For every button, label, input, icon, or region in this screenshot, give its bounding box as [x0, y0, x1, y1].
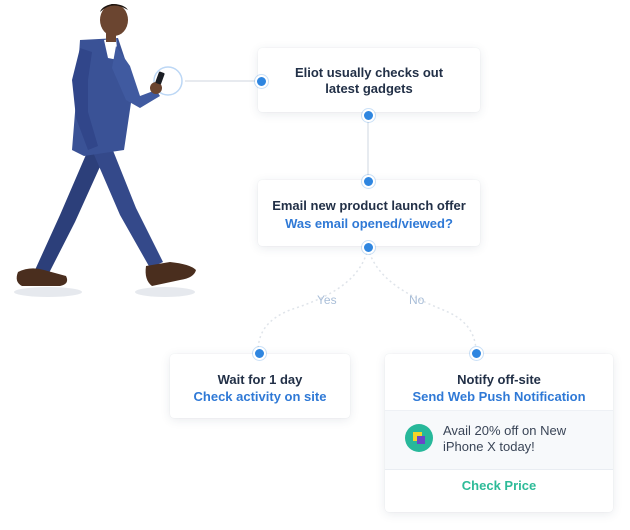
wait-input-dot: [253, 347, 266, 360]
trigger-input-dot: [255, 75, 268, 88]
wait-subtitle: Check activity on site: [193, 389, 327, 404]
email-card[interactable]: Email new product launch offer Was email…: [258, 180, 480, 246]
connector-email-wait: [257, 247, 369, 353]
notify-card[interactable]: Notify off-site Send Web Push Notificati…: [385, 354, 613, 512]
wait-card[interactable]: Wait for 1 day Check activity on site: [170, 354, 350, 418]
trigger-title: Eliot usually checks out latest gadgets: [294, 65, 444, 96]
connector-email-notify: [367, 247, 477, 353]
trigger-output-dot: [362, 109, 375, 122]
branch-no-label: No: [409, 293, 425, 307]
branch-yes-label: Yes: [317, 293, 337, 307]
walking-man-illustration: [14, 4, 196, 297]
email-subtitle: Was email opened/viewed?: [285, 216, 453, 231]
app-logo-icon: [405, 424, 433, 452]
notify-subtitle: Send Web Push Notification: [412, 389, 586, 404]
notification-message: Avail 20% off on New iPhone X today!: [443, 423, 567, 454]
notify-title: Notify off-site: [457, 372, 541, 387]
email-input-dot: [362, 175, 375, 188]
wait-title: Wait for 1 day: [217, 372, 303, 387]
check-price-button[interactable]: Check Price: [461, 478, 537, 493]
trigger-card[interactable]: Eliot usually checks out latest gadgets: [258, 48, 480, 112]
email-output-dot: [362, 241, 375, 254]
push-notification-preview: Avail 20% off on New iPhone X today!: [385, 410, 613, 470]
notify-input-dot: [470, 347, 483, 360]
email-title: Email new product launch offer: [272, 198, 466, 213]
phone-ring: [153, 66, 183, 96]
